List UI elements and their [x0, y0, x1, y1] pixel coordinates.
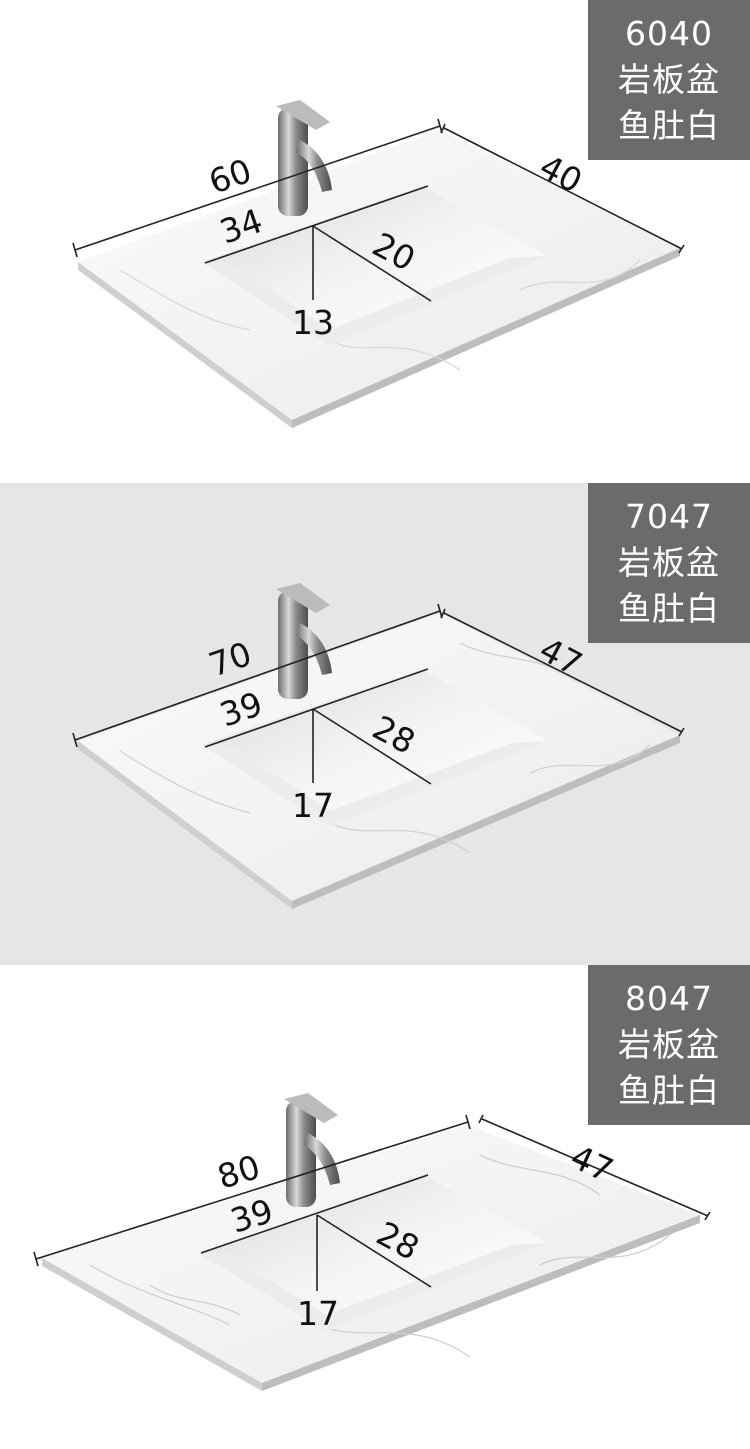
- material-label: 岩板盆: [618, 60, 720, 99]
- dim-basin-depth: 17: [297, 1294, 339, 1333]
- model-number: 6040: [625, 14, 713, 53]
- faucet: [276, 100, 332, 216]
- dim-basin-depth: 17: [292, 786, 334, 825]
- faucet: [284, 1093, 340, 1207]
- model-tag: 8047 岩板盆 鱼肚白: [588, 965, 750, 1125]
- dim-basin-depth: 13: [292, 303, 334, 342]
- product-panel-6040: 60 40 34 20 13 6040 岩板盆 鱼肚白: [0, 0, 750, 483]
- dimension-lines: [33, 1114, 711, 1291]
- color-label: 鱼肚白: [618, 106, 720, 145]
- color-label: 鱼肚白: [618, 1071, 720, 1110]
- material-label: 岩板盆: [618, 543, 720, 582]
- dimension-lines: [72, 603, 685, 785]
- product-panel-8047: 80 47 39 28 17 8047 岩板盆 鱼肚白: [0, 965, 750, 1449]
- sink-illustration: 60 40 34 20 13: [72, 100, 685, 428]
- sink-illustration: 70 47 39 28 17: [72, 583, 685, 909]
- dimension-lines: [72, 118, 685, 302]
- product-panel-7047: 70 47 39 28 17 7047 岩板盆 鱼肚白: [0, 483, 750, 965]
- sink-illustration: 80 47 39 28 17: [33, 1093, 711, 1391]
- model-number: 7047: [625, 497, 713, 536]
- color-label: 鱼肚白: [618, 589, 720, 628]
- model-number: 8047: [625, 979, 713, 1018]
- faucet: [276, 583, 332, 699]
- model-tag: 7047 岩板盆 鱼肚白: [588, 483, 750, 643]
- dim-length: 60: [204, 151, 256, 202]
- dim-length: 70: [204, 634, 256, 685]
- material-label: 岩板盆: [618, 1025, 720, 1064]
- model-tag: 6040 岩板盆 鱼肚白: [588, 0, 750, 160]
